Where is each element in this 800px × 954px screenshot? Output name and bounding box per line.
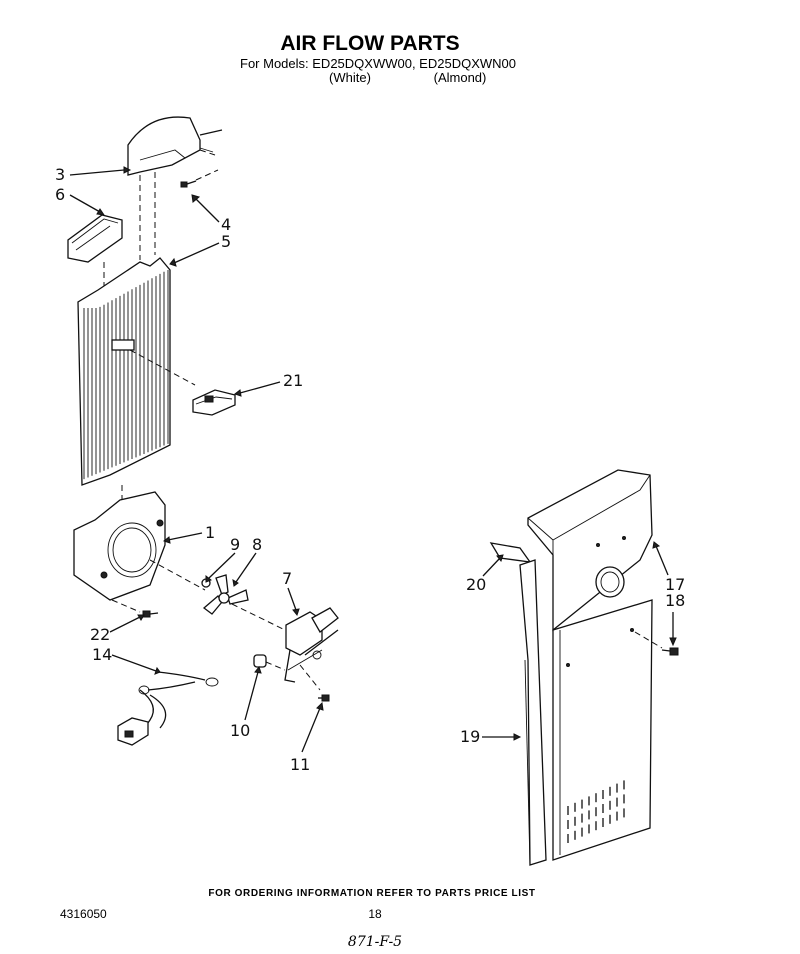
part-5-evaporator-cover [77, 257, 196, 500]
color-almond-label: (Almond) [434, 70, 487, 85]
page-number: 18 [368, 907, 382, 921]
svg-text:1: 1 [205, 523, 215, 542]
svg-text:6: 6 [55, 185, 65, 204]
callout-14: 14 [92, 645, 161, 675]
part-1-fan-shroud [73, 491, 206, 613]
panel-ribs [83, 270, 169, 480]
part-8-fan-blade [202, 574, 286, 631]
ordering-notice: FOR ORDERING INFORMATION REFER TO PARTS … [208, 888, 535, 899]
part-3-duct-cap [127, 116, 223, 260]
svg-text:14: 14 [92, 645, 112, 664]
callout-5: 5 [169, 232, 231, 267]
svg-text:11: 11 [290, 755, 310, 774]
part-10-grommet [253, 654, 286, 671]
part-18-screw [634, 631, 679, 656]
part-17-air-duct [527, 469, 653, 632]
svg-text:22: 22 [90, 625, 110, 644]
svg-text:10: 10 [230, 721, 250, 740]
callout-4: 4 [191, 194, 231, 234]
callout-7: 7 [282, 569, 300, 617]
svg-text:20: 20 [466, 575, 486, 594]
page-title: AIR FLOW PARTS [280, 32, 459, 55]
svg-text:7: 7 [282, 569, 292, 588]
callout-1: 1 [162, 523, 215, 544]
handwritten-note: 871-F-5 [348, 934, 402, 950]
part-7-fan-motor [284, 607, 339, 691]
part-11-screw [318, 694, 330, 702]
callout-20: 20 [466, 554, 504, 594]
svg-text:9: 9 [230, 535, 240, 554]
svg-text:3: 3 [55, 165, 65, 184]
callout-3: 3 [55, 165, 132, 184]
svg-text:8: 8 [252, 535, 262, 554]
part-14-wire-harness [117, 671, 219, 746]
svg-text:19: 19 [460, 727, 480, 746]
callout-22: 22 [90, 614, 145, 644]
part-19-duct-cover [552, 599, 653, 861]
callout-18: 18 [665, 591, 685, 647]
callout-6: 6 [55, 185, 106, 216]
callout-19: 19 [460, 727, 522, 746]
part-20-side-strip [489, 542, 547, 866]
callout-21: 21 [233, 371, 303, 397]
document-number: 4316050 [60, 907, 107, 921]
callout-8: 8 [232, 535, 262, 587]
callout-10: 10 [230, 665, 262, 740]
callout-11: 11 [290, 701, 324, 774]
svg-text:21: 21 [283, 371, 303, 390]
vent-slots [567, 780, 625, 843]
models-line: For Models: ED25DQXWW00, ED25DQXWN00 [240, 56, 516, 71]
svg-text:18: 18 [665, 591, 685, 610]
svg-text:5: 5 [221, 232, 231, 251]
part-4-screw [180, 169, 219, 188]
svg-text:17: 17 [665, 575, 685, 594]
part-21-bracket [192, 389, 236, 416]
callout-9: 9 [205, 535, 240, 583]
part-22-screw [142, 610, 159, 618]
color-white-label: (White) [329, 70, 371, 85]
svg-text:4: 4 [221, 215, 231, 234]
callout-17: 17 [652, 541, 685, 594]
